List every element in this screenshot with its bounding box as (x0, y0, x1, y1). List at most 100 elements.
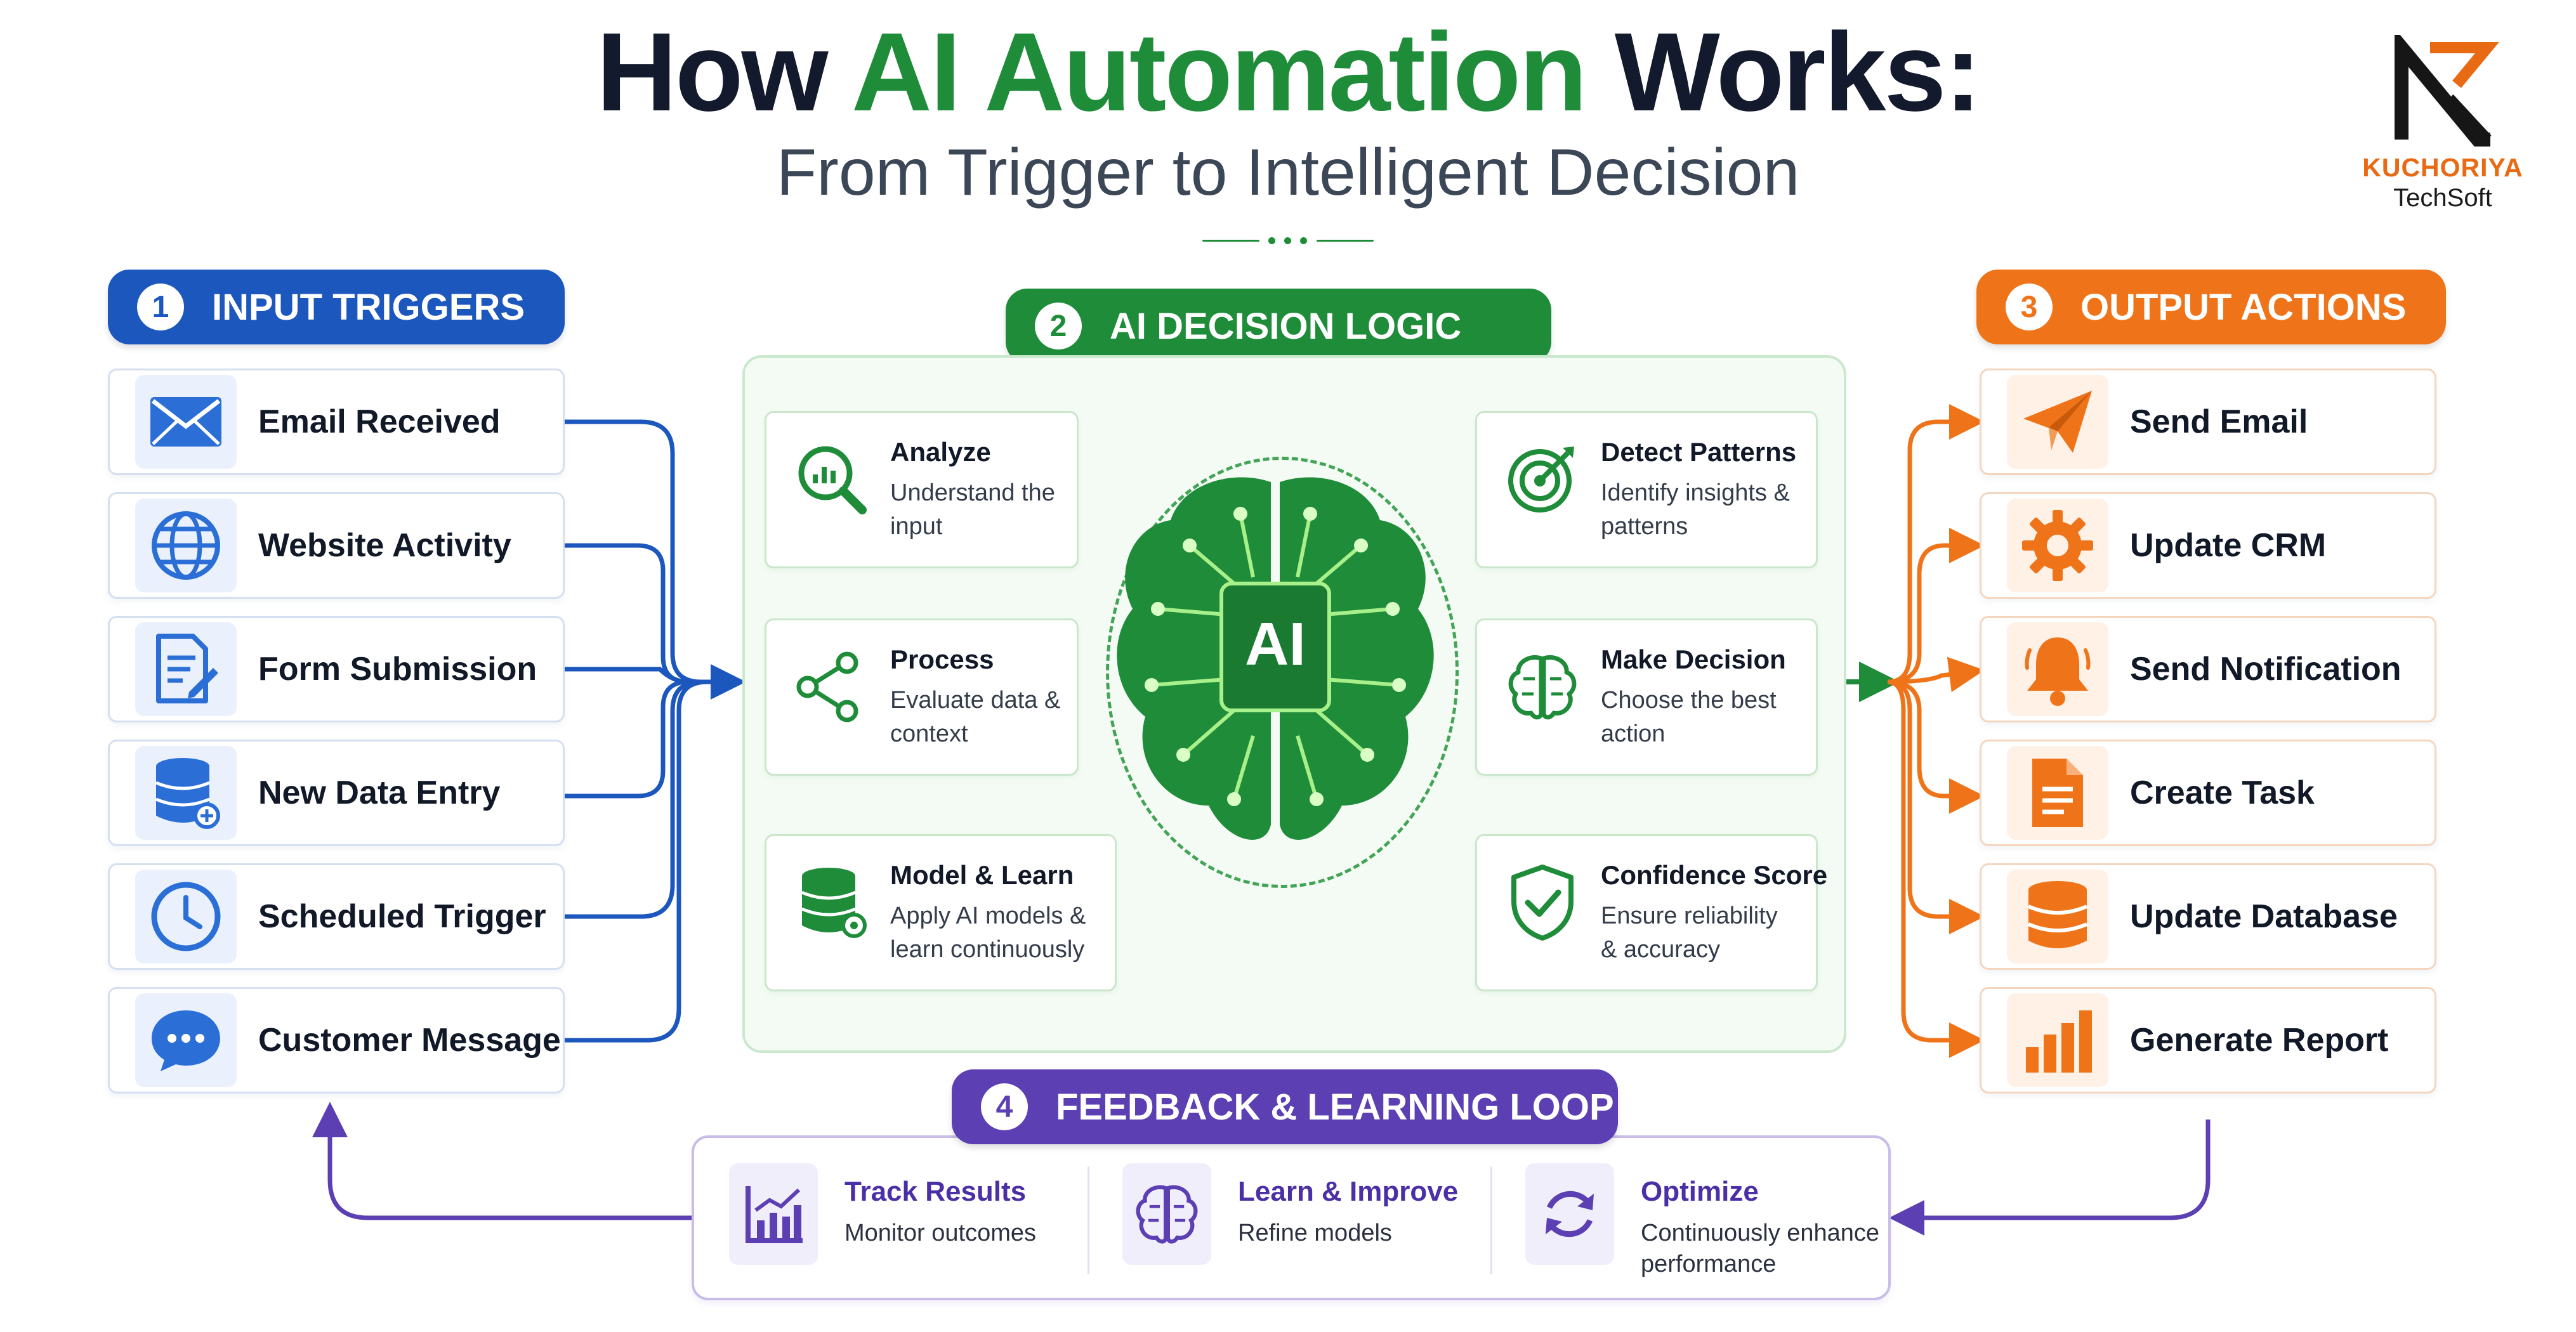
output-label: Send Email (2130, 403, 2308, 440)
output-connectors (1887, 404, 1985, 1058)
title-part2: Works: (1614, 10, 1981, 134)
step-description: Understand the input (890, 480, 1055, 540)
feedback-description: Continuously enhance performance (1641, 1220, 1880, 1278)
logic-step-detect-patterns: Detect Patterns Identify insights & patt… (1475, 411, 1818, 568)
output-card-generate-report: Generate Report (1980, 987, 2436, 1094)
brain-icon (1122, 1163, 1211, 1265)
step-description: Ensure reliability & accuracy (1601, 903, 1778, 963)
section-title: AI DECISION LOGIC (1110, 305, 1462, 347)
step-title: Process (890, 644, 994, 674)
gear-icon (2007, 499, 2108, 592)
output-label: Update Database (2130, 898, 2398, 935)
logic-step-process: Process Evaluate data & context (765, 618, 1079, 776)
output-label: Generate Report (2130, 1022, 2389, 1059)
input-label: Form Submission (258, 651, 537, 688)
section-number: 3 (2006, 284, 2053, 330)
section-title: FEEDBACK & LEARNING LOOP (1056, 1086, 1614, 1128)
clock-icon (135, 870, 237, 963)
title-part1: How (596, 10, 829, 134)
input-label: Website Activity (258, 527, 511, 564)
feedback-title: Optimize (1641, 1176, 1759, 1207)
feedback-description: Monitor outcomes (844, 1220, 1037, 1246)
step-description: Apply AI models & learn continuously (890, 903, 1086, 963)
model-database-icon (791, 861, 873, 944)
brain-icon (1501, 646, 1584, 728)
paper-plane-icon (2007, 375, 2108, 469)
logo-brand-text: KUCHORIYA (2362, 153, 2523, 182)
feedback-panel: Track Results Monitor outcomes Learn & I… (692, 1135, 1891, 1300)
input-label: Email Received (258, 403, 501, 440)
logic-step-model-learn: Model & Learn Apply AI models & learn co… (765, 834, 1117, 991)
step-title: Detect Patterns (1601, 437, 1797, 467)
output-label: Send Notification (2130, 651, 2402, 688)
page-title: How AI Automation Works: (0, 11, 2576, 134)
form-icon (135, 622, 237, 716)
output-label: Update CRM (2130, 527, 2327, 564)
step-title: Make Decision (1601, 644, 1786, 674)
output-card-create-task: Create Task (1980, 740, 2436, 846)
feedback-separator (1088, 1166, 1089, 1274)
input-card-data-entry: New Data Entry (108, 740, 565, 846)
refresh-icon (1525, 1163, 1614, 1265)
brain-ring (1106, 457, 1459, 888)
database-icon (2007, 870, 2108, 963)
company-logo: KUCHORIYA TechSoft (2351, 35, 2535, 219)
target-icon (1501, 438, 1584, 521)
logic-step-confidence-score: Confidence Score Ensure reliability & ac… (1475, 834, 1827, 991)
section-number: 1 (137, 284, 184, 330)
feedback-item-optimize: Optimize Continuously enhance performanc… (1525, 1163, 1881, 1277)
logic-step-make-decision: Make Decision Choose the best action (1475, 618, 1818, 776)
feedback-connectors (312, 1102, 2211, 1236)
step-title: Confidence Score (1601, 860, 1828, 890)
title-divider (1202, 236, 1374, 245)
envelope-icon (135, 375, 237, 469)
section-number: 4 (981, 1083, 1028, 1130)
section-ai-decision-logic: 2 AI DECISION LOGIC (1006, 289, 1551, 363)
analyze-icon (791, 438, 873, 521)
logo-brand-subtext: TechSoft (2393, 184, 2492, 212)
bell-icon (2007, 622, 2108, 716)
step-description: Choose the best action (1601, 687, 1777, 748)
input-label: Customer Message (258, 1022, 561, 1059)
feedback-description: Refine models (1238, 1220, 1392, 1246)
line-chart-icon (729, 1163, 818, 1265)
title-accent: AI Automation (851, 10, 1587, 134)
bar-chart-icon (2007, 993, 2108, 1087)
section-title: INPUT TRIGGERS (212, 286, 525, 328)
section-number: 2 (1035, 303, 1082, 349)
brain-chip-label: AI (1245, 610, 1306, 678)
input-card-customer-message: Customer Message (108, 987, 565, 1094)
globe-icon (135, 499, 237, 592)
input-label: New Data Entry (258, 774, 501, 811)
output-card-update-crm: Update CRM (1980, 492, 2436, 599)
input-card-form: Form Submission (108, 616, 565, 722)
step-description: Identify insights & patterns (1601, 480, 1790, 540)
feedback-title: Track Results (844, 1176, 1027, 1207)
feedback-separator (1490, 1166, 1492, 1274)
input-card-scheduled: Scheduled Trigger (108, 863, 565, 970)
section-title: OUTPUT ACTIONS (2080, 286, 2407, 328)
input-label: Scheduled Trigger (258, 898, 546, 935)
logo-mark-icon (2395, 35, 2500, 147)
step-title: Model & Learn (890, 860, 1074, 890)
input-connectors (565, 419, 746, 1043)
step-description: Evaluate data & context (890, 687, 1061, 748)
input-card-website: Website Activity (108, 492, 565, 599)
document-icon (2007, 746, 2108, 840)
chat-icon (135, 993, 237, 1087)
section-input-triggers: 1 INPUT TRIGGERS (108, 270, 565, 344)
page-subtitle: From Trigger to Intelligent Decision (776, 136, 1800, 209)
section-output-actions: 3 OUTPUT ACTIONS (1976, 270, 2446, 344)
feedback-item-learn-improve: Learn & Improve Refine models (1122, 1163, 1490, 1277)
feedback-item-track-results: Track Results Monitor outcomes (729, 1163, 1084, 1277)
share-nodes-icon (791, 646, 873, 728)
feedback-title: Learn & Improve (1238, 1176, 1459, 1207)
step-title: Analyze (890, 437, 991, 467)
shield-check-icon (1501, 861, 1584, 944)
ai-brain-icon: AI (1117, 477, 1434, 840)
logic-step-analyze: Analyze Understand the input (765, 411, 1079, 568)
database-icon (135, 746, 237, 840)
output-card-send-notification: Send Notification (1980, 616, 2436, 722)
output-card-update-database: Update Database (1980, 863, 2436, 970)
